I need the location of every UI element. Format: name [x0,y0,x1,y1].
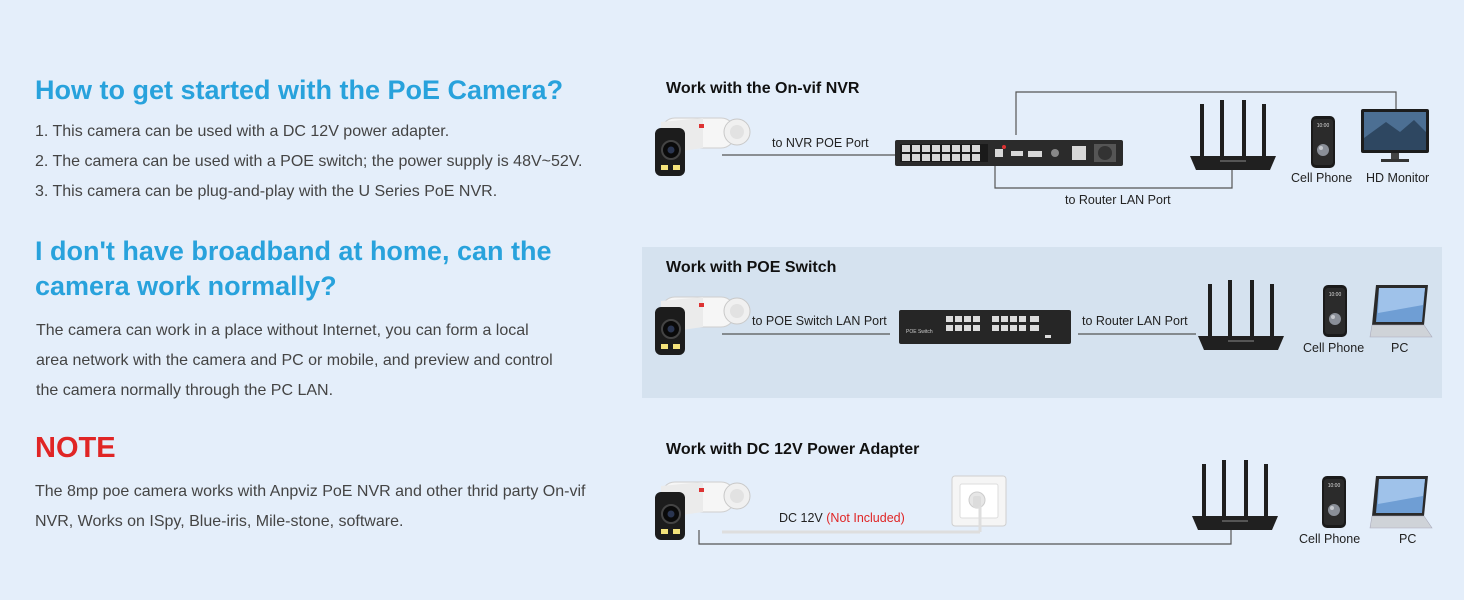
phone-time: 10:00 [1328,292,1342,298]
nvr-icon [895,140,1123,166]
nvr-poe-port-label: to NVR POE Port [772,136,869,150]
heading-getting-started: How to get started with the PoE Camera? [35,75,564,105]
poe-switch-icon: POE Switch [899,310,1071,344]
note-heading: NOTE [35,432,116,464]
camera-icon [654,117,751,177]
camera-icon [654,296,751,356]
pc-icon [1369,284,1433,338]
dc-12v-label: DC 12V (Not Included) [779,511,905,525]
router-icon [1192,460,1278,530]
poe-switch-label: POE Switch [906,329,933,335]
cell-phone-label: Cell Phone [1291,171,1353,185]
switch-diagram-title: Work with POE Switch [666,259,837,276]
phone-time: 10:00 [1316,123,1330,129]
monitor-icon [1361,109,1429,162]
getting-started-list: 1. This camera can be used with a DC 12V… [35,117,582,207]
router-icon [1190,100,1276,170]
pc-icon [1369,475,1433,529]
router-icon [1198,280,1284,350]
cell-phone-label: Cell Phone [1299,532,1361,546]
not-included-label: (Not Included) [826,511,905,525]
router-link-line [698,526,1232,545]
router-lan-port-label: to Router LAN Port [1065,193,1171,207]
note-text: The 8mp poe camera works with Anpviz PoE… [35,483,586,530]
pc-label: PC [1391,341,1409,355]
power-outlet-icon [951,475,1007,527]
no-broadband-text: The camera can work in a place without I… [36,322,553,399]
poe-switch-lan-port-label: to POE Switch LAN Port [752,314,887,328]
router-link-line [994,166,1233,189]
list-item: 1. This camera can be used with a DC 12V… [35,123,450,140]
pc-label: PC [1399,532,1417,546]
hd-monitor-label: HD Monitor [1366,171,1430,185]
heading-no-broadband: I don't have broadband at home, can the … [35,236,552,301]
phone-time: 10:00 [1327,483,1341,489]
list-item: 2. The camera can be used with a POE swi… [35,153,583,170]
dc-diagram-title: Work with DC 12V Power Adapter [666,441,920,458]
cell-phone-label: Cell Phone [1303,341,1365,355]
monitor-link-line [1015,91,1397,135]
list-item: 3. This camera can be plug-and-play with… [35,183,498,200]
router-lan-port-label: to Router LAN Port [1082,314,1188,328]
nvr-diagram-title: Work with the On-vif NVR [666,80,860,97]
